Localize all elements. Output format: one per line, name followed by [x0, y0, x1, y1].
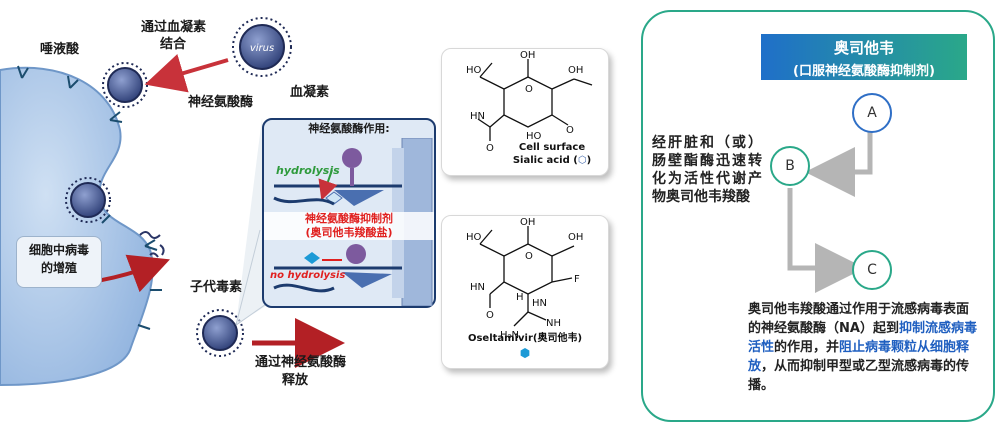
- hemagglutinin-bind-label-2: 结合: [160, 37, 187, 52]
- hemagglutinin-bind-label-1: 通过血凝素: [141, 20, 207, 35]
- oseltamivir-structure: HO OH OH O F HN HN NH H H₂N O: [466, 217, 583, 341]
- virus-text: virus: [250, 43, 274, 54]
- sialic-o-ring: O: [525, 84, 533, 95]
- replication-line-2: 的增殖: [40, 261, 77, 275]
- osel-nh: NH: [546, 318, 561, 329]
- osel-o-ring: O: [525, 251, 533, 262]
- osel-hn-2: HN: [532, 298, 547, 309]
- oseltamivir-caption: Oseltamivir(奥司他韦) ⬢: [442, 332, 608, 360]
- neuraminidase-mechanism-box: 神经氨酸酶作用: hydrolysis 神经氨酸酶抑制剂 (奥司他韦羧酸盐) n…: [262, 118, 436, 308]
- panel-flow-arrows: [787, 130, 873, 293]
- osel-f: F: [574, 274, 580, 285]
- osel-oh-1: OH: [520, 217, 535, 228]
- sialic-oh-2: OH: [568, 65, 583, 76]
- osel-h: H: [516, 292, 524, 303]
- sialic-ho-1: HO: [466, 65, 482, 76]
- binding-arrow: [144, 54, 229, 93]
- osel-oh-2: OH: [568, 232, 583, 243]
- sialic-caption-line-1: Cell surface: [518, 142, 586, 153]
- inhibitor-label: 神经氨酸酶抑制剂 (奥司他韦羧酸盐): [264, 212, 434, 240]
- oseltamivir-caption-line-1: Oseltamivir(奥司他韦): [467, 333, 583, 344]
- arrow-a-to-b: [805, 130, 873, 197]
- panel-header: 奥司他韦 (口服神经氨酸酶抑制剂): [761, 34, 967, 80]
- node-b: B: [770, 146, 810, 186]
- sialic-caption-line-2: Sialic acid (⬡): [502, 154, 602, 167]
- no-hydrolysis-label: no hydrolysis: [270, 270, 346, 281]
- node-b-description: 经肝脏和（或）肠壁酯酶迅速转化为活性代谢产物奥司他韦羧酸: [652, 135, 762, 205]
- sialic-hexagon-icon: ⬡: [577, 155, 587, 166]
- release-label-1: 通过神经氨酸酶: [255, 355, 347, 370]
- virus-particle-1: [102, 62, 148, 108]
- node-c-text-3: ，从而抑制甲型或乙型流感病毒的传播。: [748, 359, 970, 393]
- sialic-caption-close: ): [586, 155, 592, 166]
- sialic-hn: HN: [470, 111, 485, 122]
- sialic-ho-2: HO: [526, 131, 542, 142]
- sialic-o-ext: O: [566, 125, 574, 136]
- inhibitor-line-2: (奥司他韦羧酸盐): [305, 226, 393, 239]
- oseltamivir-structure-card: HO OH OH O F HN HN NH H H₂N O Oseltamivi…: [441, 215, 609, 369]
- replication-box: 细胞中病毒 的增殖: [16, 236, 102, 288]
- osel-h2n: H₂N: [500, 330, 519, 341]
- panel-subtitle: (口服神经氨酸酶抑制剂): [793, 64, 935, 79]
- sialic-acid-structure-card: HO OH OH O O HN HO O Cell surface Sialic…: [441, 48, 609, 176]
- node-c-highlight-1: 抑制流感病毒活性: [748, 321, 977, 355]
- oseltamivir-hexagon-icon: ⬢: [519, 346, 531, 360]
- mechanism-title: 神经氨酸酶作用:: [308, 122, 390, 135]
- hemagglutinin-label: 血凝素: [290, 85, 330, 100]
- node-c-highlight-2: 阻止病毒颗粒从细胞释放: [748, 340, 970, 374]
- virus-particle-2: [65, 177, 111, 223]
- node-c: C: [852, 250, 892, 290]
- neuraminidase-label: 神经氨酸酶: [188, 95, 254, 110]
- virus-particle-progeny: [196, 309, 244, 357]
- sialic-o-acetyl: O: [486, 143, 494, 154]
- inhibitor-line-1: 神经氨酸酶抑制剂: [305, 212, 393, 225]
- node-c-text-2: 的作用，并: [774, 340, 840, 355]
- replication-line-1: 细胞中病毒: [28, 243, 89, 257]
- node-c-text-1: 奥司他韦羧酸通过作用于流感病毒表面的神经氨酸酶（NA）起到: [748, 302, 970, 336]
- panel-title: 奥司他韦: [833, 39, 894, 57]
- release-label-2: 释放: [282, 373, 309, 388]
- virus-particle-free: virus: [232, 17, 292, 77]
- progeny-label: 子代毒素: [190, 280, 243, 295]
- osel-hn: HN: [470, 282, 485, 293]
- arrow-b-to-c: [787, 188, 865, 293]
- sialic-acid-structure: HO OH OH O O HN HO O: [466, 50, 593, 154]
- sialic-oh-1: OH: [520, 50, 535, 61]
- sialic-caption: Cell surface Sialic acid (⬡): [502, 141, 602, 167]
- host-cell: [0, 66, 154, 387]
- osel-ho-1: HO: [466, 232, 482, 243]
- hydrolysis-label: hydrolysis: [276, 164, 340, 177]
- osel-o-acetyl: O: [486, 310, 494, 321]
- sialic-caption-text: Sialic acid (: [512, 155, 578, 166]
- node-c-description: 奥司他韦羧酸通过作用于流感病毒表面的神经氨酸酶（NA）起到抑制流感病毒活性的作用…: [748, 300, 980, 395]
- node-a: A: [852, 93, 892, 133]
- sialic-acid-label: 唾液酸: [40, 42, 80, 57]
